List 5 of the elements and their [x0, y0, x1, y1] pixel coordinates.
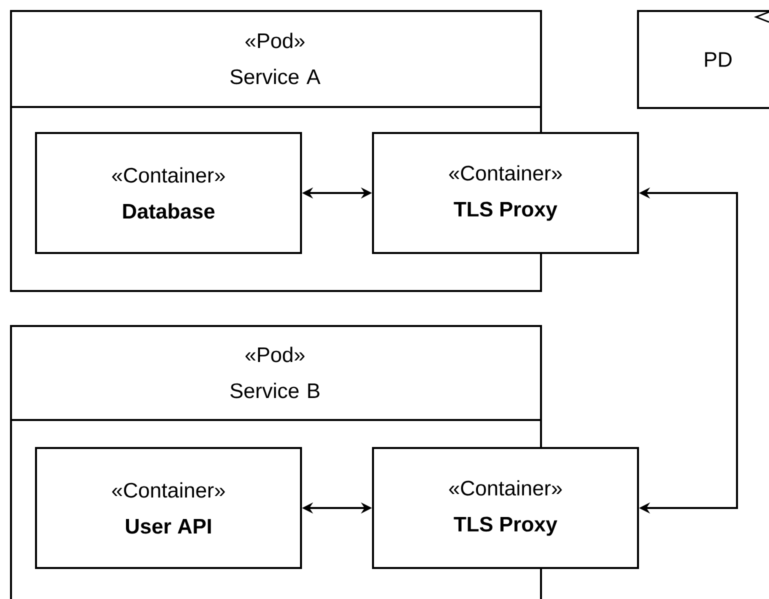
container-box: «Container» User API [35, 447, 302, 569]
container-box: «Container» Database [35, 132, 302, 254]
component-box: PD [637, 10, 769, 109]
container-box: «Container» TLS Proxy [372, 447, 639, 569]
container-box: «Container» TLS Proxy [372, 132, 639, 254]
